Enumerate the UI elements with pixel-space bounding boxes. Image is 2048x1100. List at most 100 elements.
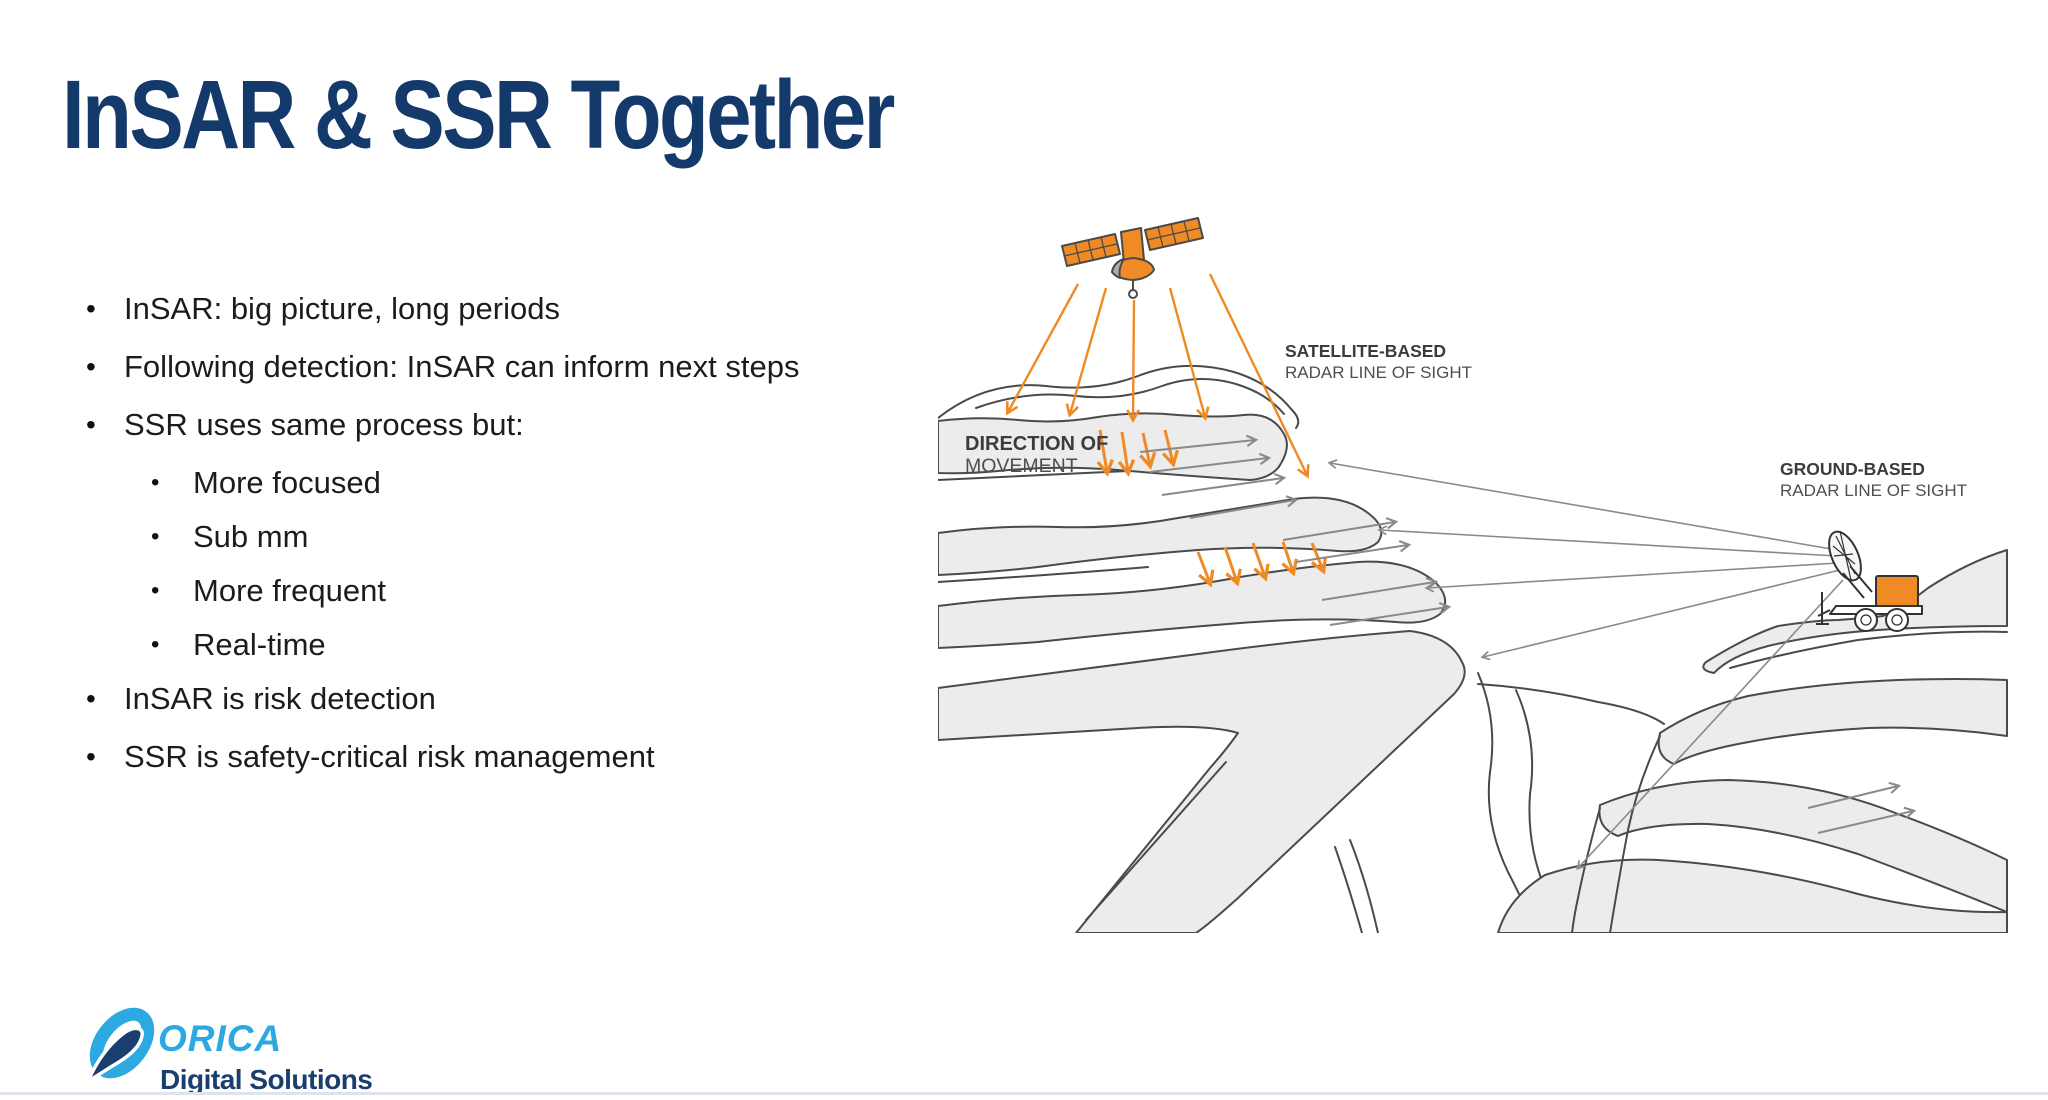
pit-monitoring-illustration: SATELLITE-BASED RADAR LINE OF SIGHT DIRE… xyxy=(938,217,2008,933)
list-item: • InSAR: big picture, long periods xyxy=(86,290,799,326)
bench-band xyxy=(938,412,1288,481)
direction-label-line1: DIRECTION OF xyxy=(965,433,1108,455)
satellite-los-beams xyxy=(1008,273,1307,475)
radar-los-line xyxy=(1480,569,1841,661)
bench-band xyxy=(1497,858,2008,933)
satellite-label-line1: SATELLITE-BASED xyxy=(1285,341,1446,361)
list-item: • Sub mm xyxy=(151,518,799,554)
pit-floor-line xyxy=(1477,683,1665,725)
gully-line xyxy=(1349,839,1379,933)
los-beam xyxy=(1168,287,1205,417)
pit-terrain xyxy=(938,364,2008,933)
orica-digital-solutions-logo: ORICA Digital Solutions xyxy=(84,1007,373,1095)
orange-arrow xyxy=(1310,542,1323,570)
los-beam xyxy=(1133,299,1134,419)
satellite-panel-grid xyxy=(1063,236,1118,264)
radar-equipment-box xyxy=(1875,575,1919,607)
bench-band xyxy=(938,496,1383,576)
orica-logo-text: ORICA xyxy=(158,1018,282,1059)
list-item: •More frequent xyxy=(151,573,799,608)
trailer-hitch xyxy=(1817,609,1831,617)
bench-band xyxy=(938,630,1466,933)
bullet-icon: • xyxy=(86,351,96,382)
radar-mount xyxy=(1842,572,1865,599)
movement-arrow xyxy=(1295,540,1412,563)
trailer-frame xyxy=(1829,605,1923,615)
movement-arrow xyxy=(1817,806,1917,834)
list-item: • More focused xyxy=(151,464,799,500)
bullet-icon: • xyxy=(86,293,96,324)
bullet-text: Sub mm xyxy=(193,518,309,554)
orange-arrow xyxy=(1165,429,1173,463)
los-beam xyxy=(1070,287,1108,414)
los-beam xyxy=(1208,273,1307,475)
bench-band xyxy=(938,560,1447,649)
movement-arrow xyxy=(1149,452,1272,473)
list-item: •InSAR is risk detection xyxy=(86,680,799,716)
list-item: • Real-time xyxy=(151,626,799,662)
bullet-text: More focused xyxy=(193,464,381,500)
satellite-label-line2: RADAR LINE OF SIGHT xyxy=(1285,363,1472,382)
radar-los-line xyxy=(1424,562,1839,593)
bench-band xyxy=(1657,678,2008,765)
edge-echo xyxy=(1729,630,2008,669)
satellite-dish-shadow xyxy=(1111,258,1125,279)
ground-label-line2: RADAR LINE OF SIGHT xyxy=(1780,481,1967,500)
bullet-icon: • xyxy=(151,631,160,658)
bench-band xyxy=(1598,779,2008,913)
satellite-icon xyxy=(1061,217,1204,299)
direction-label-line2: MOVEMENT xyxy=(965,455,1078,477)
movement-arrow xyxy=(1189,495,1299,519)
gully-line xyxy=(1609,735,1661,933)
list-item: • Following detection: InSAR can inform n… xyxy=(86,348,800,384)
orange-arrow xyxy=(1143,432,1150,465)
los-beam xyxy=(1008,283,1080,412)
radar-los-line xyxy=(1327,459,1838,551)
radar-los-line xyxy=(1576,579,1844,870)
orica-logo-icon xyxy=(84,1007,155,1085)
movement-arrow xyxy=(1161,472,1287,496)
radar-bench xyxy=(1702,549,2008,674)
movement-arrow xyxy=(1807,781,1902,809)
bullet-icon: • xyxy=(151,523,160,550)
bullet-text: SSR is safety-critical risk management xyxy=(124,738,655,774)
movement-arrow xyxy=(1329,602,1452,626)
radar-los-line xyxy=(1377,525,1838,557)
bullet-text: Real-time xyxy=(193,626,326,662)
ground-radar-los xyxy=(1327,459,1844,870)
satellite-antenna-tip xyxy=(1128,289,1138,299)
satellite-panel-grid xyxy=(1146,220,1201,248)
list-item: •SSR uses same process but: xyxy=(86,406,799,442)
trailer-wheel-hub xyxy=(1891,614,1903,626)
bullet-list: • InSAR: big picture, long periods • Follo… xyxy=(86,290,800,798)
orange-arrow xyxy=(1283,541,1293,572)
list-item: • SSR is safety-critical risk management xyxy=(86,738,799,774)
gully-line xyxy=(1334,846,1363,933)
movement-arrow xyxy=(1139,434,1259,453)
bullet-icon: • xyxy=(151,469,160,496)
orange-arrow xyxy=(1100,429,1107,472)
slide-bottom-divider xyxy=(0,1092,2048,1095)
edge-echo xyxy=(938,566,1149,583)
bullet-icon: • xyxy=(86,741,96,772)
bench-los-arrows xyxy=(1100,429,1323,583)
bullet-text: InSAR: big picture, long periods xyxy=(124,290,560,326)
radar-trailer-icon xyxy=(1816,530,1923,632)
bullet-icon: • xyxy=(151,577,160,604)
trailer-wheel-hub xyxy=(1860,614,1872,626)
ground-label-line1: GROUND-BASED xyxy=(1780,459,1925,479)
orange-arrow xyxy=(1223,546,1237,582)
movement-arrows xyxy=(1139,434,1917,834)
digital-solutions-text: Digital Solutions xyxy=(160,1064,372,1095)
movement-arrow xyxy=(1321,577,1439,601)
edge-echo xyxy=(1085,761,1227,921)
bullet-text: Following detection: InSAR can inform ne… xyxy=(124,348,800,384)
orange-arrow xyxy=(1251,542,1265,577)
radar-mount xyxy=(1849,565,1873,593)
bullet-text: InSAR is risk detection xyxy=(124,680,436,716)
orange-arrow xyxy=(1196,551,1210,583)
bullet-text: SSR uses same process but: xyxy=(124,406,524,442)
radar-dish-ribs xyxy=(1832,530,1856,581)
movement-arrow xyxy=(1282,517,1399,541)
gully-line xyxy=(1571,807,1601,933)
